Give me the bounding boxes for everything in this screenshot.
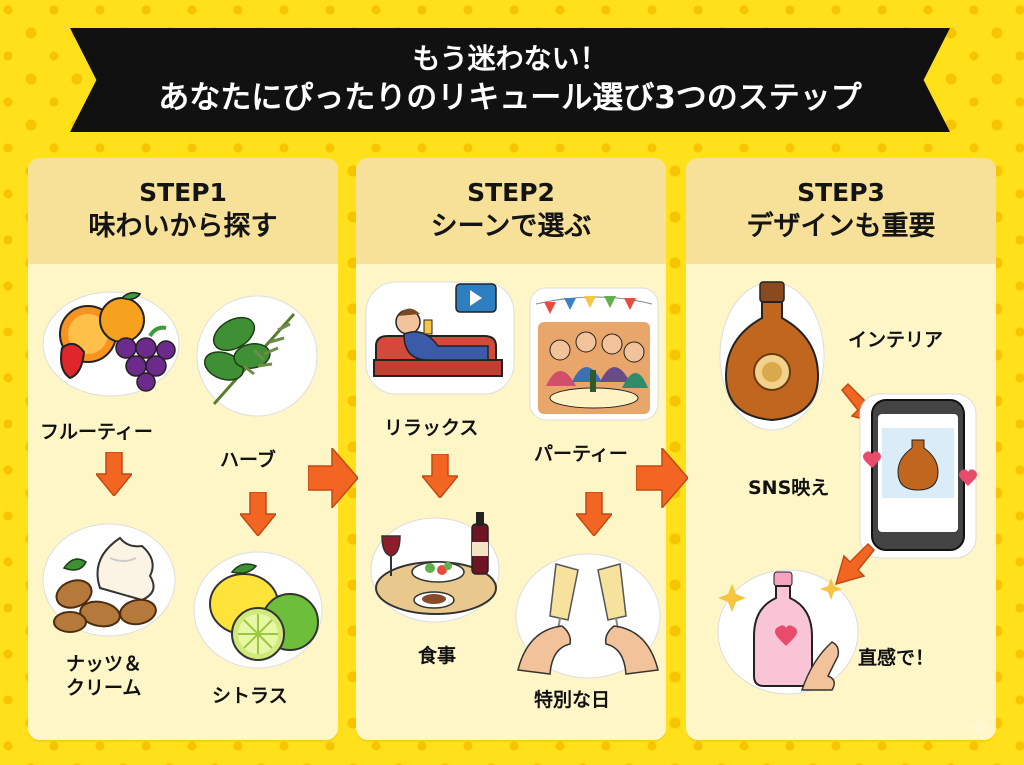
step1-heading: 味わいから探す bbox=[88, 211, 278, 242]
herb-icon bbox=[194, 294, 320, 418]
label-party: パーティー bbox=[534, 443, 628, 465]
arrow-down-icon bbox=[422, 454, 458, 498]
step3-number: STEP3 bbox=[797, 178, 885, 207]
label-intuition: 直感で！ bbox=[858, 647, 935, 669]
step3-header: STEP3 デザインも重要 bbox=[686, 158, 996, 264]
step3-heading: デザインも重要 bbox=[746, 211, 936, 242]
title-line-2: あなたにぴったりのリキュール選び3つのステップ bbox=[158, 80, 862, 116]
party-icon bbox=[528, 286, 660, 422]
step1-panel: STEP1 味わいから探す bbox=[28, 158, 338, 740]
arrow-diagonal-icon bbox=[832, 540, 878, 586]
arrow-down-icon bbox=[240, 492, 276, 536]
label-relax: リラックス bbox=[384, 417, 479, 439]
label-nuts-cream: ナッツ＆クリーム bbox=[66, 653, 143, 699]
fruit-icon bbox=[40, 286, 182, 398]
step2-number: STEP2 bbox=[467, 178, 555, 207]
step3-panel: STEP3 デザインも重要 インテリア SNS映え bbox=[686, 158, 996, 740]
sofa-relax-icon bbox=[364, 276, 516, 396]
label-herb: ハーブ bbox=[220, 449, 276, 471]
step2-header: STEP2 シーンで選ぶ bbox=[356, 158, 666, 264]
label-fruity: フルーティー bbox=[40, 421, 153, 443]
step1-number: STEP1 bbox=[139, 178, 227, 207]
arrow-down-icon bbox=[576, 492, 612, 536]
title-line-1: もう迷わない！ bbox=[412, 42, 608, 75]
citrus-icon bbox=[192, 550, 324, 670]
step1-header: STEP1 味わいから探す bbox=[28, 158, 338, 264]
label-dinner: 食事 bbox=[418, 645, 457, 667]
step2-panel: STEP2 シーンで選ぶ リラックス パーテ bbox=[356, 158, 666, 740]
arrow-right-icon bbox=[636, 448, 688, 508]
toast-glasses-icon bbox=[512, 550, 664, 682]
pink-bottle-icon bbox=[714, 566, 862, 698]
arrow-down-icon bbox=[96, 452, 132, 496]
label-special-day: 特別な日 bbox=[534, 689, 611, 711]
smartphone-icon bbox=[858, 392, 978, 560]
step2-heading: シーンで選ぶ bbox=[430, 211, 592, 242]
liqueur-bottle-icon bbox=[718, 276, 826, 432]
dinner-icon bbox=[368, 508, 502, 624]
arrow-right-icon bbox=[308, 448, 358, 508]
label-citrus: シトラス bbox=[212, 685, 288, 707]
label-interior: インテリア bbox=[848, 329, 944, 351]
label-sns: SNS映え bbox=[748, 477, 830, 499]
nuts-cream-icon bbox=[40, 518, 178, 638]
sparkle-icon bbox=[968, 713, 994, 739]
title-banner: もう迷わない！ あなたにぴったりのリキュール選び3つのステップ bbox=[70, 28, 950, 132]
